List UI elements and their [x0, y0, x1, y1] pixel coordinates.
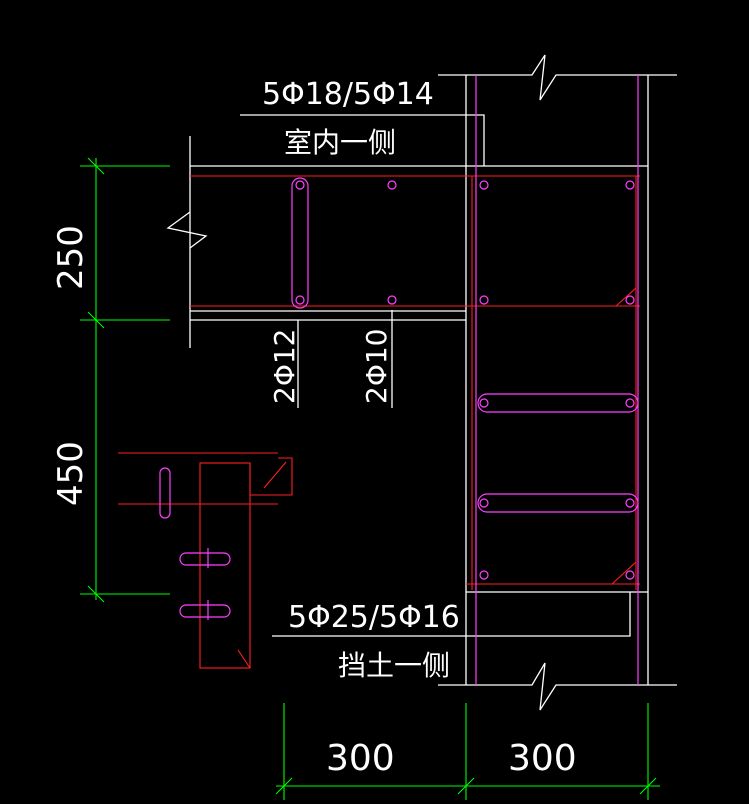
stirrups [159, 75, 639, 685]
concrete-outline [166, 54, 677, 711]
dimension-vertical-bottom: 450 [51, 441, 91, 506]
top-rebar-label: 5Φ18/5Φ14 [262, 77, 434, 112]
rebar-lines [118, 175, 640, 669]
slab-rebar-label-a: 2Φ12 [268, 329, 301, 404]
dimension-horizontal-left: 300 [326, 738, 395, 779]
slab-rebar-label-b: 2Φ10 [360, 329, 393, 404]
dimension-horizontal-right: 300 [508, 738, 577, 779]
dimension-vertical-top: 250 [51, 225, 91, 290]
indoor-side-label: 室内一侧 [284, 126, 396, 159]
dimension-lines [80, 157, 660, 800]
bottom-rebar-label: 5Φ25/5Φ16 [288, 600, 460, 635]
rebar-dots [295, 180, 635, 580]
soil-side-label: 挡土一侧 [338, 649, 450, 682]
